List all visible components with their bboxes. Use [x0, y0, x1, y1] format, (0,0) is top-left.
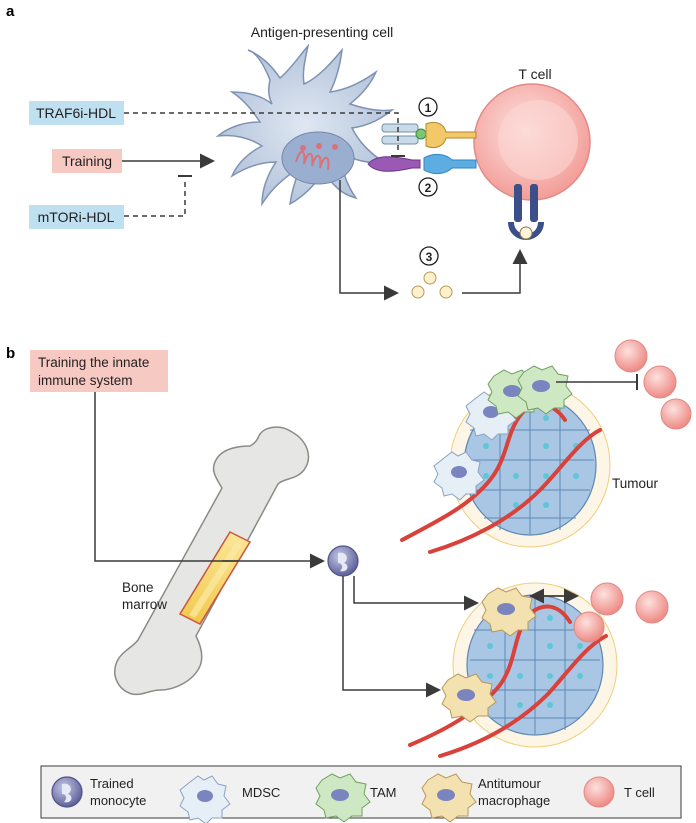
chromatin-coils: [295, 143, 338, 171]
cytokine-receptor: [508, 184, 544, 240]
t-cell-label: T cell: [518, 66, 551, 82]
traf6i-hdl-label: TRAF6i-HDL: [36, 105, 116, 121]
cytokine-release-arrow: [339, 180, 399, 301]
training-innate-line2: immune system: [38, 373, 133, 388]
apc-nucleus: [281, 131, 355, 185]
step-3-badge: 3: [419, 246, 439, 266]
mtori-hdl-box: [29, 205, 124, 229]
mtori-inhibition-line: [124, 178, 186, 217]
antitumour-macrophage: [481, 587, 537, 637]
svg-text:1: 1: [425, 101, 432, 115]
panel-a-letter: a: [6, 3, 15, 20]
traf6i-inhibition-line: [124, 112, 399, 154]
apc-label: Antigen-presenting cell: [251, 24, 393, 40]
monocyte-to-antitumour-arrow-top: [353, 576, 479, 611]
mhc-tcr-complex: [381, 121, 477, 149]
legend-label: T cell: [624, 785, 655, 800]
legend-label: Antitumour: [478, 776, 542, 791]
tam-icon: [315, 773, 371, 823]
antitumour-macrophage-icon: [421, 773, 477, 823]
traf6i-hdl-box: [29, 101, 124, 125]
cytokine-signal-arrow: [462, 249, 528, 294]
tam-cell: [517, 365, 573, 415]
training-box: [52, 149, 122, 173]
mtori-hdl-label: mTORi-HDL: [38, 209, 115, 225]
t-cell-small: [614, 339, 648, 373]
costimulatory-pair: [367, 153, 477, 175]
step-1-badge: 1: [418, 97, 438, 117]
training-innate-line1: Training the innate: [38, 355, 149, 370]
bone-label-line1: Bone: [122, 580, 154, 595]
t-cell-small: [573, 611, 605, 643]
t-cell-small: [643, 365, 677, 399]
training-to-marrow-line: [94, 392, 238, 562]
t-cell-icon: [583, 776, 615, 808]
t-cell-small: [590, 582, 624, 616]
training-label: Training: [62, 153, 112, 169]
monocyte-to-antitumour-arrow-bottom: [342, 576, 441, 698]
t-cell-small: [635, 590, 669, 624]
mdsc-cell: [433, 451, 485, 501]
training-innate-box: [30, 350, 168, 392]
cytokine-particles: [411, 271, 453, 299]
tumour-label: Tumour: [612, 476, 659, 491]
step-2-badge: 2: [418, 177, 438, 197]
t-cell-nucleus: [498, 100, 578, 180]
panel-b-letter: b: [6, 345, 15, 362]
legend-label: monocyte: [90, 793, 146, 808]
t-cell-small: [660, 398, 692, 430]
mdsc-icon: [179, 775, 231, 823]
antitumour-macrophage: [441, 673, 497, 723]
legend-label: Trained: [90, 776, 134, 791]
legend-label: macrophage: [478, 793, 550, 808]
bone-label-line2: marrow: [122, 597, 167, 612]
legend-label: MDSC: [242, 785, 280, 800]
legend-label: TAM: [370, 785, 396, 800]
trained-monocyte-icon: [51, 776, 83, 808]
svg-text:3: 3: [426, 250, 433, 264]
svg-text:2: 2: [425, 181, 432, 195]
trained-monocyte: [327, 545, 359, 577]
